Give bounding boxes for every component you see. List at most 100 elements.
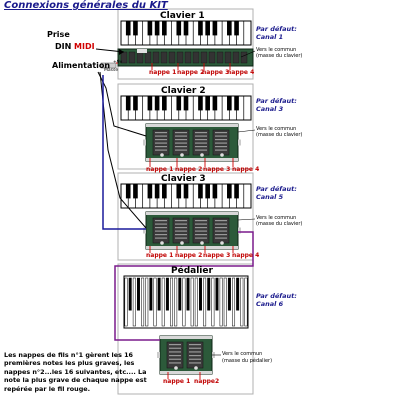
connector-pin-row [169, 362, 181, 364]
pedal [203, 277, 207, 327]
pedal [157, 277, 161, 311]
din-arrow-head [119, 49, 124, 55]
main-board-chip [224, 51, 232, 64]
pedal [240, 277, 244, 327]
keyboard-2-nappe-3: nappe 3 [203, 166, 231, 173]
connector-pin-row [195, 220, 207, 222]
pedalboard-title: Pédalier [171, 266, 213, 276]
black-key [133, 21, 138, 36]
keyboard-2-keys [120, 95, 252, 121]
black-key [176, 184, 182, 199]
pedalboard-common-line2: (masse du pédalier) [222, 358, 273, 364]
keyboard-2-common-line1: Vers le commun [256, 126, 297, 132]
keyboard-3-nappe-1: nappe 1 [146, 252, 174, 259]
pedal [198, 277, 202, 311]
solder-pad [160, 153, 164, 157]
explanation-note: Les nappes de fils n°1 gèrent les 16 pre… [4, 351, 147, 393]
pedal [136, 277, 140, 311]
connector-pin-row [175, 220, 187, 222]
solder-pad [200, 241, 204, 245]
connector-pin-row [195, 230, 207, 232]
connector-pin-row [215, 227, 227, 229]
black-key [147, 184, 153, 199]
connector-pin-row [155, 139, 167, 141]
connector-pin-row [189, 358, 201, 360]
keyboard-2-nappe-2: nappe 2 [175, 166, 203, 173]
main-board-chip [232, 51, 240, 64]
connector-pin-row [155, 230, 167, 232]
pedal [161, 277, 165, 327]
connector-pin-row [175, 230, 187, 232]
main-board-chip [200, 51, 208, 64]
connector-pin-row [189, 347, 201, 349]
connector-pin-row [215, 135, 227, 137]
black-key [205, 21, 210, 36]
connector-pin-row [215, 139, 227, 141]
pedal [223, 277, 227, 327]
solder-pad [180, 241, 184, 245]
connector-pin-row [195, 142, 207, 144]
din-label: DIN [55, 42, 72, 51]
pedal [165, 277, 169, 311]
keyboard-2-link-cable [97, 71, 147, 137]
keyboard-2-common-line2: (masse du clavier) [256, 132, 303, 138]
keyboard-1-common-line1: Vers le commun [256, 47, 297, 53]
connector-pin-row [155, 237, 167, 239]
black-key [183, 96, 189, 111]
connector-pin-row [175, 139, 187, 141]
keyboard-2-board-top-header [146, 124, 238, 127]
connector-pin-row [175, 234, 187, 236]
din-socket [137, 49, 147, 53]
connector-pin-row [189, 351, 201, 353]
main-board-chip [144, 51, 152, 64]
keyboard-3-board-top-header [146, 212, 238, 215]
connector-pin-row [195, 146, 207, 148]
connector-pin-row [155, 223, 167, 225]
pedalboard-board-bottom-header [160, 371, 212, 374]
connector-pin-row [195, 223, 207, 225]
keyboard-2-board [143, 123, 241, 162]
pedal [232, 277, 236, 327]
pedal [211, 277, 215, 327]
pedal [227, 277, 231, 311]
connector-pin-row [215, 146, 227, 148]
main-board-chip [184, 51, 192, 64]
black-key [176, 96, 182, 111]
pedalboard-nappe-1: nappe 1 [163, 378, 191, 385]
black-key [227, 21, 232, 36]
pedal [194, 277, 198, 327]
purple-wire [114, 231, 254, 341]
pin-masse-label: Masse [104, 68, 119, 73]
keyboard-2-nappe-1: nappe 1 [146, 166, 174, 173]
connector-pin-row [195, 139, 207, 141]
connector-pin-row [169, 358, 181, 360]
black-key [154, 184, 160, 199]
black-key [147, 96, 153, 111]
power-connector [100, 62, 117, 69]
pedal [236, 277, 240, 311]
main-board-chip [216, 51, 224, 64]
solder-pad [174, 366, 178, 370]
solder-pad [160, 241, 164, 245]
pedalboard-nappe-2: nappe2 [194, 378, 220, 385]
pedal [174, 277, 178, 327]
connector-pin-row [175, 132, 187, 134]
keyboard-3-board-bottom-header [146, 246, 238, 249]
black-key [198, 184, 203, 199]
pedal [190, 277, 194, 327]
connector-pin-row [155, 220, 167, 222]
black-key [234, 96, 239, 111]
keyboard-1-nappe-1: nappe 1 [149, 69, 177, 76]
keyboard-1-nappe-3: nappe 3 [202, 69, 230, 76]
connector-pin-row [155, 142, 167, 144]
connector-pin-row [155, 227, 167, 229]
pedal [132, 277, 136, 327]
connector-pin-row [155, 149, 167, 151]
pedalboard-panel [117, 263, 254, 395]
pedalboard-channel: Canal 6 [256, 300, 284, 308]
connector-pin-row [195, 227, 207, 229]
pedal [182, 277, 186, 327]
black-key [227, 184, 232, 199]
connector-pin-row [215, 142, 227, 144]
pedalboard-default-label: Par défaut: [256, 292, 297, 300]
